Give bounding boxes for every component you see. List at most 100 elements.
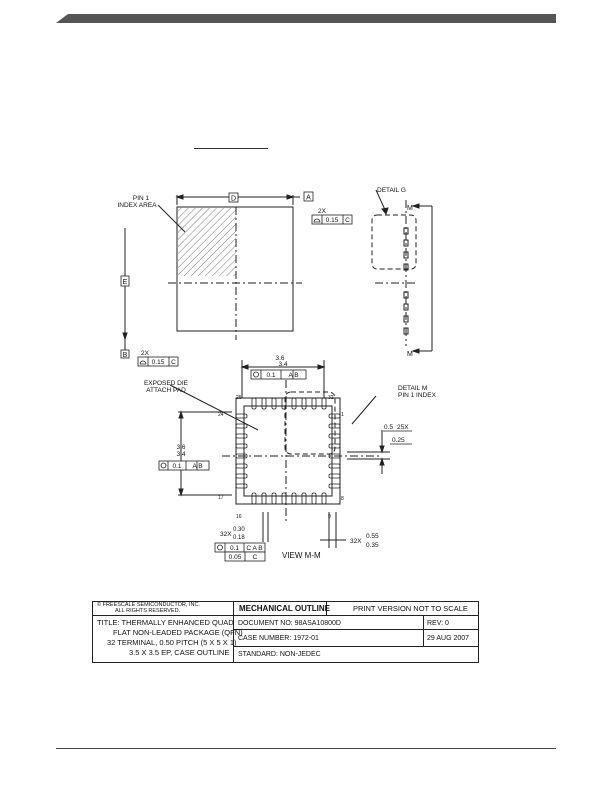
svg-text:A B: A B	[192, 463, 202, 470]
top-view	[122, 194, 302, 352]
mechanical-drawing: D A E B PIN 1 INDEX AREA 2X 0.15 C 2X 0.…	[117, 187, 437, 562]
dim-05-label: 0.5	[384, 424, 393, 431]
terminal-pad-left	[235, 473, 248, 479]
terminal-pad-top	[281, 397, 287, 410]
terminal-pad-top	[261, 397, 267, 410]
pin-32-label: 32	[328, 395, 334, 401]
terminal-pad-right	[328, 413, 341, 419]
mechanical-outline-header: MECHANICAL OUTLINE	[239, 604, 330, 613]
dim-018-label: 0.18	[233, 535, 245, 541]
dim-36-left: 3.6	[176, 444, 185, 451]
detail-m-label-1: DETAIL M	[398, 385, 427, 392]
drawing-date: 29 AUG 2007	[427, 635, 470, 642]
terminal-pad-right	[328, 473, 341, 479]
detail-g-outline	[371, 214, 417, 270]
svg-text:0.1: 0.1	[230, 545, 239, 552]
exposed-pad-label-1: EXPOSED DIE	[144, 380, 189, 387]
svg-text:0.05: 0.05	[229, 554, 242, 561]
pin1-label-1: PIN 1	[133, 195, 150, 202]
terminal-pad-bottom	[301, 492, 307, 505]
package-outline	[176, 206, 294, 332]
title-line-2: FLAT NON-LEADED PACKAGE (QFN)	[113, 628, 243, 637]
dim-36-top: 3.6	[275, 355, 284, 362]
terminal-pad-bottom	[251, 492, 257, 505]
revision: REV: 0	[427, 620, 449, 627]
terminal-pad-right	[328, 463, 341, 469]
terminal-pad-top	[321, 397, 327, 410]
terminal-pad-right	[328, 433, 341, 439]
standard: STANDARD: NON-JEDEC	[238, 651, 321, 658]
tol-frame-top-pos	[250, 369, 307, 380]
m-bottom-label: M	[407, 351, 413, 358]
tol-frame-top	[311, 214, 353, 225]
dim-d-label: D	[231, 196, 236, 203]
bottom-view	[169, 360, 390, 548]
svg-text:C A B: C A B	[246, 545, 262, 552]
terminal-pad-left	[235, 413, 248, 419]
pin-25-label: 25	[236, 395, 242, 401]
tol-frame-left	[137, 356, 179, 367]
terminal-pads	[235, 397, 341, 505]
svg-text:A B: A B	[288, 372, 298, 379]
pin-24-label: 24	[218, 412, 224, 418]
terminal-pad-top	[301, 397, 307, 410]
terminal-pad-left	[235, 483, 248, 489]
svg-text:C: C	[171, 359, 176, 366]
footer-rule	[56, 748, 556, 749]
tol-2x-left-label: 2X	[141, 350, 150, 357]
detail-g-label: DETAIL G	[377, 187, 406, 194]
terminal-pad-right	[328, 453, 341, 459]
dim-035-label: 0.35	[366, 542, 379, 549]
detail-m-label-2: PIN 1 INDEX	[398, 392, 437, 399]
dim-030-label: 0.30	[233, 527, 245, 533]
dim-32x-b-label: 32X	[350, 538, 362, 545]
datum-a-label: A	[306, 195, 311, 202]
caption-underline	[194, 148, 268, 149]
copyright-line-1: © FREESCALE SEMICONDUCTOR, INC.	[97, 602, 200, 608]
terminal-pad-left	[235, 433, 248, 439]
terminal-pad-right	[328, 483, 341, 489]
dim-34-top: 3.4	[278, 361, 287, 368]
svg-text:C: C	[253, 554, 258, 561]
dim-34-left: 3.4	[176, 451, 185, 458]
pin-16-label: 16	[236, 514, 242, 520]
terminal-pad-top	[291, 397, 297, 410]
dim-32x-a-label: 32X	[220, 531, 232, 538]
copyright-line-2: ALL RIGHTS RESERVED.	[115, 608, 181, 614]
terminal-pad-top	[271, 397, 277, 410]
package-bottom-outline	[235, 397, 341, 505]
terminal-pad-bottom	[321, 492, 327, 505]
exposed-pad-label-2: ATTACH PAD	[146, 387, 186, 394]
terminal-pad-left	[235, 423, 248, 429]
detail-m-outline	[284, 391, 336, 455]
header-bar	[56, 14, 556, 23]
datum-b-label: B	[123, 352, 128, 359]
svg-text:0.15: 0.15	[152, 359, 165, 366]
terminal-pad-bottom	[311, 492, 317, 505]
terminal-pad-right	[328, 423, 341, 429]
pin-17-label: 17	[218, 495, 224, 501]
position-icon	[253, 371, 259, 378]
title-line-4: 3.5 X 3.5 EP, CASE OUTLINE	[129, 648, 230, 657]
svg-text:0.1: 0.1	[172, 463, 181, 470]
terminal-pad-right	[328, 443, 341, 449]
pin1-hatched-area	[178, 208, 236, 276]
dim-25x-label: 25X	[397, 424, 409, 431]
terminal-pad-top	[311, 397, 317, 410]
terminal-pad-bottom	[281, 492, 287, 505]
document-number: DOCUMENT NO: 98ASA10800D	[238, 620, 341, 627]
pin1-label-2: INDEX AREA	[117, 202, 157, 209]
terminal-pad-top	[251, 397, 257, 410]
dim-025-label: 0.25	[392, 437, 405, 444]
dim-055-label: 0.55	[366, 533, 379, 540]
print-version-label: PRINT VERSION NOT TO SCALE	[353, 604, 468, 613]
svg-text:0.15: 0.15	[326, 217, 339, 224]
pin-1-label: 1	[341, 412, 344, 418]
terminal-pad-bottom	[271, 492, 277, 505]
pin-9-label: 9	[328, 514, 331, 520]
terminal-pad-bottom	[291, 492, 297, 505]
side-view	[371, 189, 433, 354]
title-line-3: 32 TERMINAL, 0.50 PITCH (5 X 5 X 1)	[107, 638, 237, 647]
exposed-pad	[243, 405, 333, 497]
title-block: © FREESCALE SEMICONDUCTOR, INC. ALL RIGH…	[92, 601, 479, 663]
